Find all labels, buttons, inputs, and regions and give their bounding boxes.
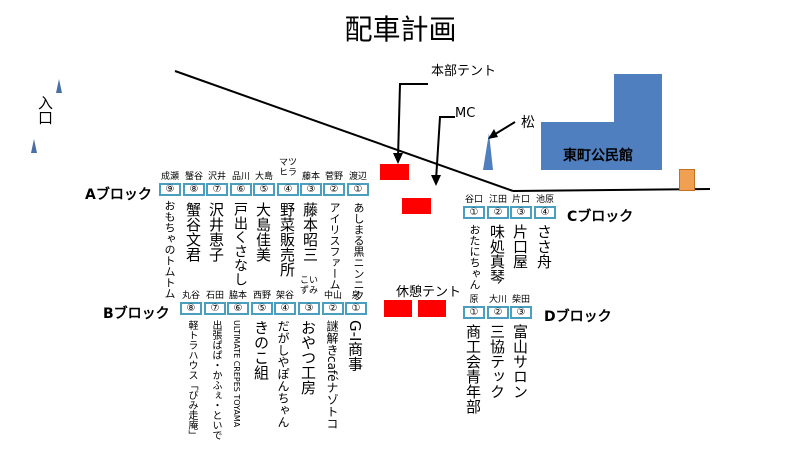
stall-name: あしまる黒ニンニク — [352, 202, 365, 301]
block-a-label: Aブロック — [85, 187, 152, 203]
stall-number: ② — [487, 306, 509, 319]
stall-number: ⑥ — [230, 183, 252, 196]
stall-surname: 池原 — [535, 195, 554, 205]
stall-name: G-I商事 — [346, 320, 364, 372]
stall-name: 沢井恵子 — [207, 202, 225, 262]
stall-surname: 架谷 — [275, 291, 294, 301]
stall-surname: 渡辺 — [348, 172, 367, 182]
rest-tent-2 — [418, 300, 446, 317]
stall-surname: 石田 — [205, 291, 224, 301]
stall-number: ⑤ — [251, 302, 273, 315]
pine-tree-icon — [483, 133, 493, 170]
stall-number: ⑨ — [159, 183, 181, 196]
stall-number: ① — [347, 183, 369, 196]
stall-number: ⑦ — [206, 183, 228, 196]
stall-number: ⑧ — [183, 183, 205, 196]
stall-number: ② — [323, 183, 345, 196]
stall-name: おたにちゃん — [468, 224, 481, 290]
stall-number: ⑦ — [204, 302, 226, 315]
hall-label: 東町公民館 — [563, 148, 633, 164]
rest-tent-label: 休憩テント — [396, 285, 462, 300]
mc-arrow-icon — [435, 116, 455, 181]
stall-surname: 大島 — [254, 172, 273, 182]
stall-surname: 西野 — [252, 291, 271, 301]
entrance-marker-icon — [31, 139, 37, 153]
stall-surname: 脇本 — [228, 291, 247, 301]
stall-number: ① — [463, 306, 485, 319]
mc-label: MC — [455, 106, 476, 121]
honbu-arrow-icon — [397, 83, 428, 159]
stall-surname: 片口 — [511, 195, 530, 205]
stall-name: 出張ぱぱ・かふぇ・といで — [210, 320, 221, 440]
stall-name: ULTIMATE CREPES TOYAMA — [232, 320, 241, 428]
stall-name: だがしやぽんちゃん — [276, 320, 290, 428]
stall-surname: 菅野 — [324, 172, 343, 182]
honbu-tent-label: 本部テント — [431, 64, 497, 79]
road-line-east — [512, 188, 711, 192]
mc-tent — [402, 198, 431, 214]
stall-number: ③ — [510, 306, 532, 319]
stall-surname: こいずみ — [299, 276, 318, 296]
orange-marker — [679, 169, 695, 191]
stall-name: 謎解きcaféナゾトコ — [325, 320, 339, 430]
stall-number: ④ — [277, 183, 299, 196]
stall-number: ⑤ — [253, 183, 275, 196]
stall-number: ③ — [298, 302, 320, 315]
stall-name: 戸出くさなし — [232, 202, 248, 286]
road-line — [174, 70, 514, 192]
stall-surname: 谷口 — [464, 195, 483, 205]
stall-name: 蟹谷文君 — [184, 202, 202, 262]
stall-surname: 江田 — [488, 195, 507, 205]
stall-name: 富山サロン — [511, 324, 529, 399]
stall-name: 片口屋 — [511, 224, 529, 269]
stall-surname: 原 — [469, 295, 479, 305]
stall-number: ③ — [300, 183, 322, 196]
rest-tent-1 — [384, 300, 412, 317]
stall-name: 三協テック — [488, 324, 506, 399]
block-b-label: Bブロック — [103, 306, 170, 322]
stall-surname: 成瀬 — [160, 172, 179, 182]
stall-surname: 柴田 — [511, 295, 530, 305]
stall-number: ④ — [274, 302, 296, 315]
stall-name: 野菜販売所 — [278, 202, 296, 277]
stall-surname: 中山 — [323, 291, 342, 301]
entrance-label: 入口 — [36, 95, 54, 125]
stall-name: ささ舟 — [535, 224, 553, 269]
stall-surname: マツヒラ — [278, 158, 297, 178]
stall-surname: 藤本 — [301, 172, 320, 182]
hall-building-wing — [541, 122, 662, 170]
stall-number: ① — [463, 206, 485, 219]
stall-name: 藤本昭三 — [301, 202, 319, 262]
stall-number: ③ — [510, 206, 532, 219]
stall-name: 味処真琴 — [488, 224, 506, 284]
stall-name: おやつ工房 — [299, 320, 317, 395]
stall-surname: 大川 — [488, 295, 507, 305]
block-d-label: Dブロック — [544, 309, 612, 325]
stall-name: 大島佳美 — [254, 202, 272, 262]
stall-number: ② — [487, 206, 509, 219]
stall-name: アイリスファーム — [328, 202, 341, 290]
stall-number: ④ — [534, 206, 556, 219]
entrance-marker-icon — [56, 79, 62, 93]
stall-name: 軽トラハウス「ぴみ走庵」 — [186, 320, 197, 440]
stall-surname: 品川 — [231, 172, 250, 182]
stall-number: ⑥ — [227, 302, 249, 315]
pine-label: 松 — [521, 115, 535, 131]
stall-surname: 蟹谷 — [184, 172, 203, 182]
stall-name: きのこ組 — [252, 320, 270, 380]
stall-number: ② — [322, 302, 344, 315]
stall-number: ① — [345, 302, 367, 315]
stall-name: おもちゃのトムトム — [163, 200, 176, 299]
block-c-label: Cブロック — [567, 209, 634, 225]
stall-surname: 沢井 — [207, 172, 226, 182]
honbu-tent — [380, 164, 409, 180]
page-title: 配車計画 — [344, 13, 457, 46]
stall-surname: 丸谷 — [181, 291, 200, 301]
stall-name: 商工会青年部 — [464, 324, 482, 414]
stall-number: ⑧ — [180, 302, 202, 315]
stall-surname: 泉 — [351, 291, 361, 301]
